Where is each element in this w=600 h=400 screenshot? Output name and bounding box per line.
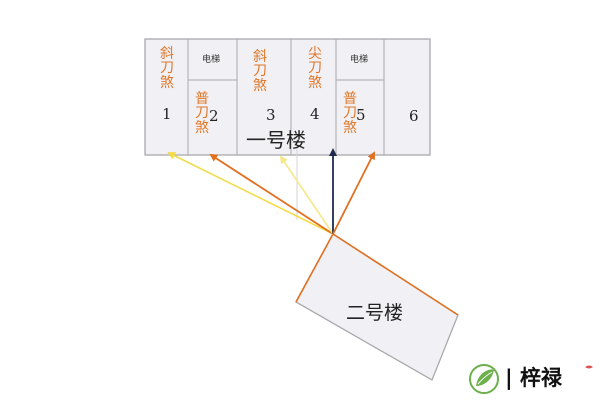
unit4-number: 4 — [310, 105, 320, 123]
unit4-sha-label: 尖刀煞 — [308, 46, 322, 91]
arrow-unit1 — [167, 152, 334, 235]
arrow-unit2 — [209, 153, 334, 235]
unit2-number: 2 — [209, 107, 219, 125]
building1-outline — [144, 38, 431, 156]
unit5-number: 5 — [356, 106, 366, 124]
unit6-number: 6 — [409, 107, 419, 125]
unit3-number: 3 — [266, 106, 276, 124]
elevator-label: 电梯 — [202, 55, 221, 65]
unit2-sha-label: 普刀煞 — [195, 91, 209, 136]
unit5-sha-label: 普刀煞 — [343, 91, 357, 136]
arrow-unit5 — [332, 151, 375, 235]
building1-label: 一号楼 — [246, 128, 306, 152]
unit1-sha-label: 斜刀煞 — [160, 46, 174, 91]
logo-decoration-icon — [585, 365, 593, 369]
unit1-number: 1 — [162, 105, 172, 123]
arrow-unit3 — [279, 155, 334, 235]
leaf-circle-icon — [469, 364, 499, 394]
unit3-sha-label: 斜刀煞 — [253, 49, 267, 94]
logo-text: | 梓禄 — [505, 366, 562, 390]
elevator-label: 电梯 — [350, 55, 369, 65]
building2-label: 二号楼 — [346, 302, 404, 324]
